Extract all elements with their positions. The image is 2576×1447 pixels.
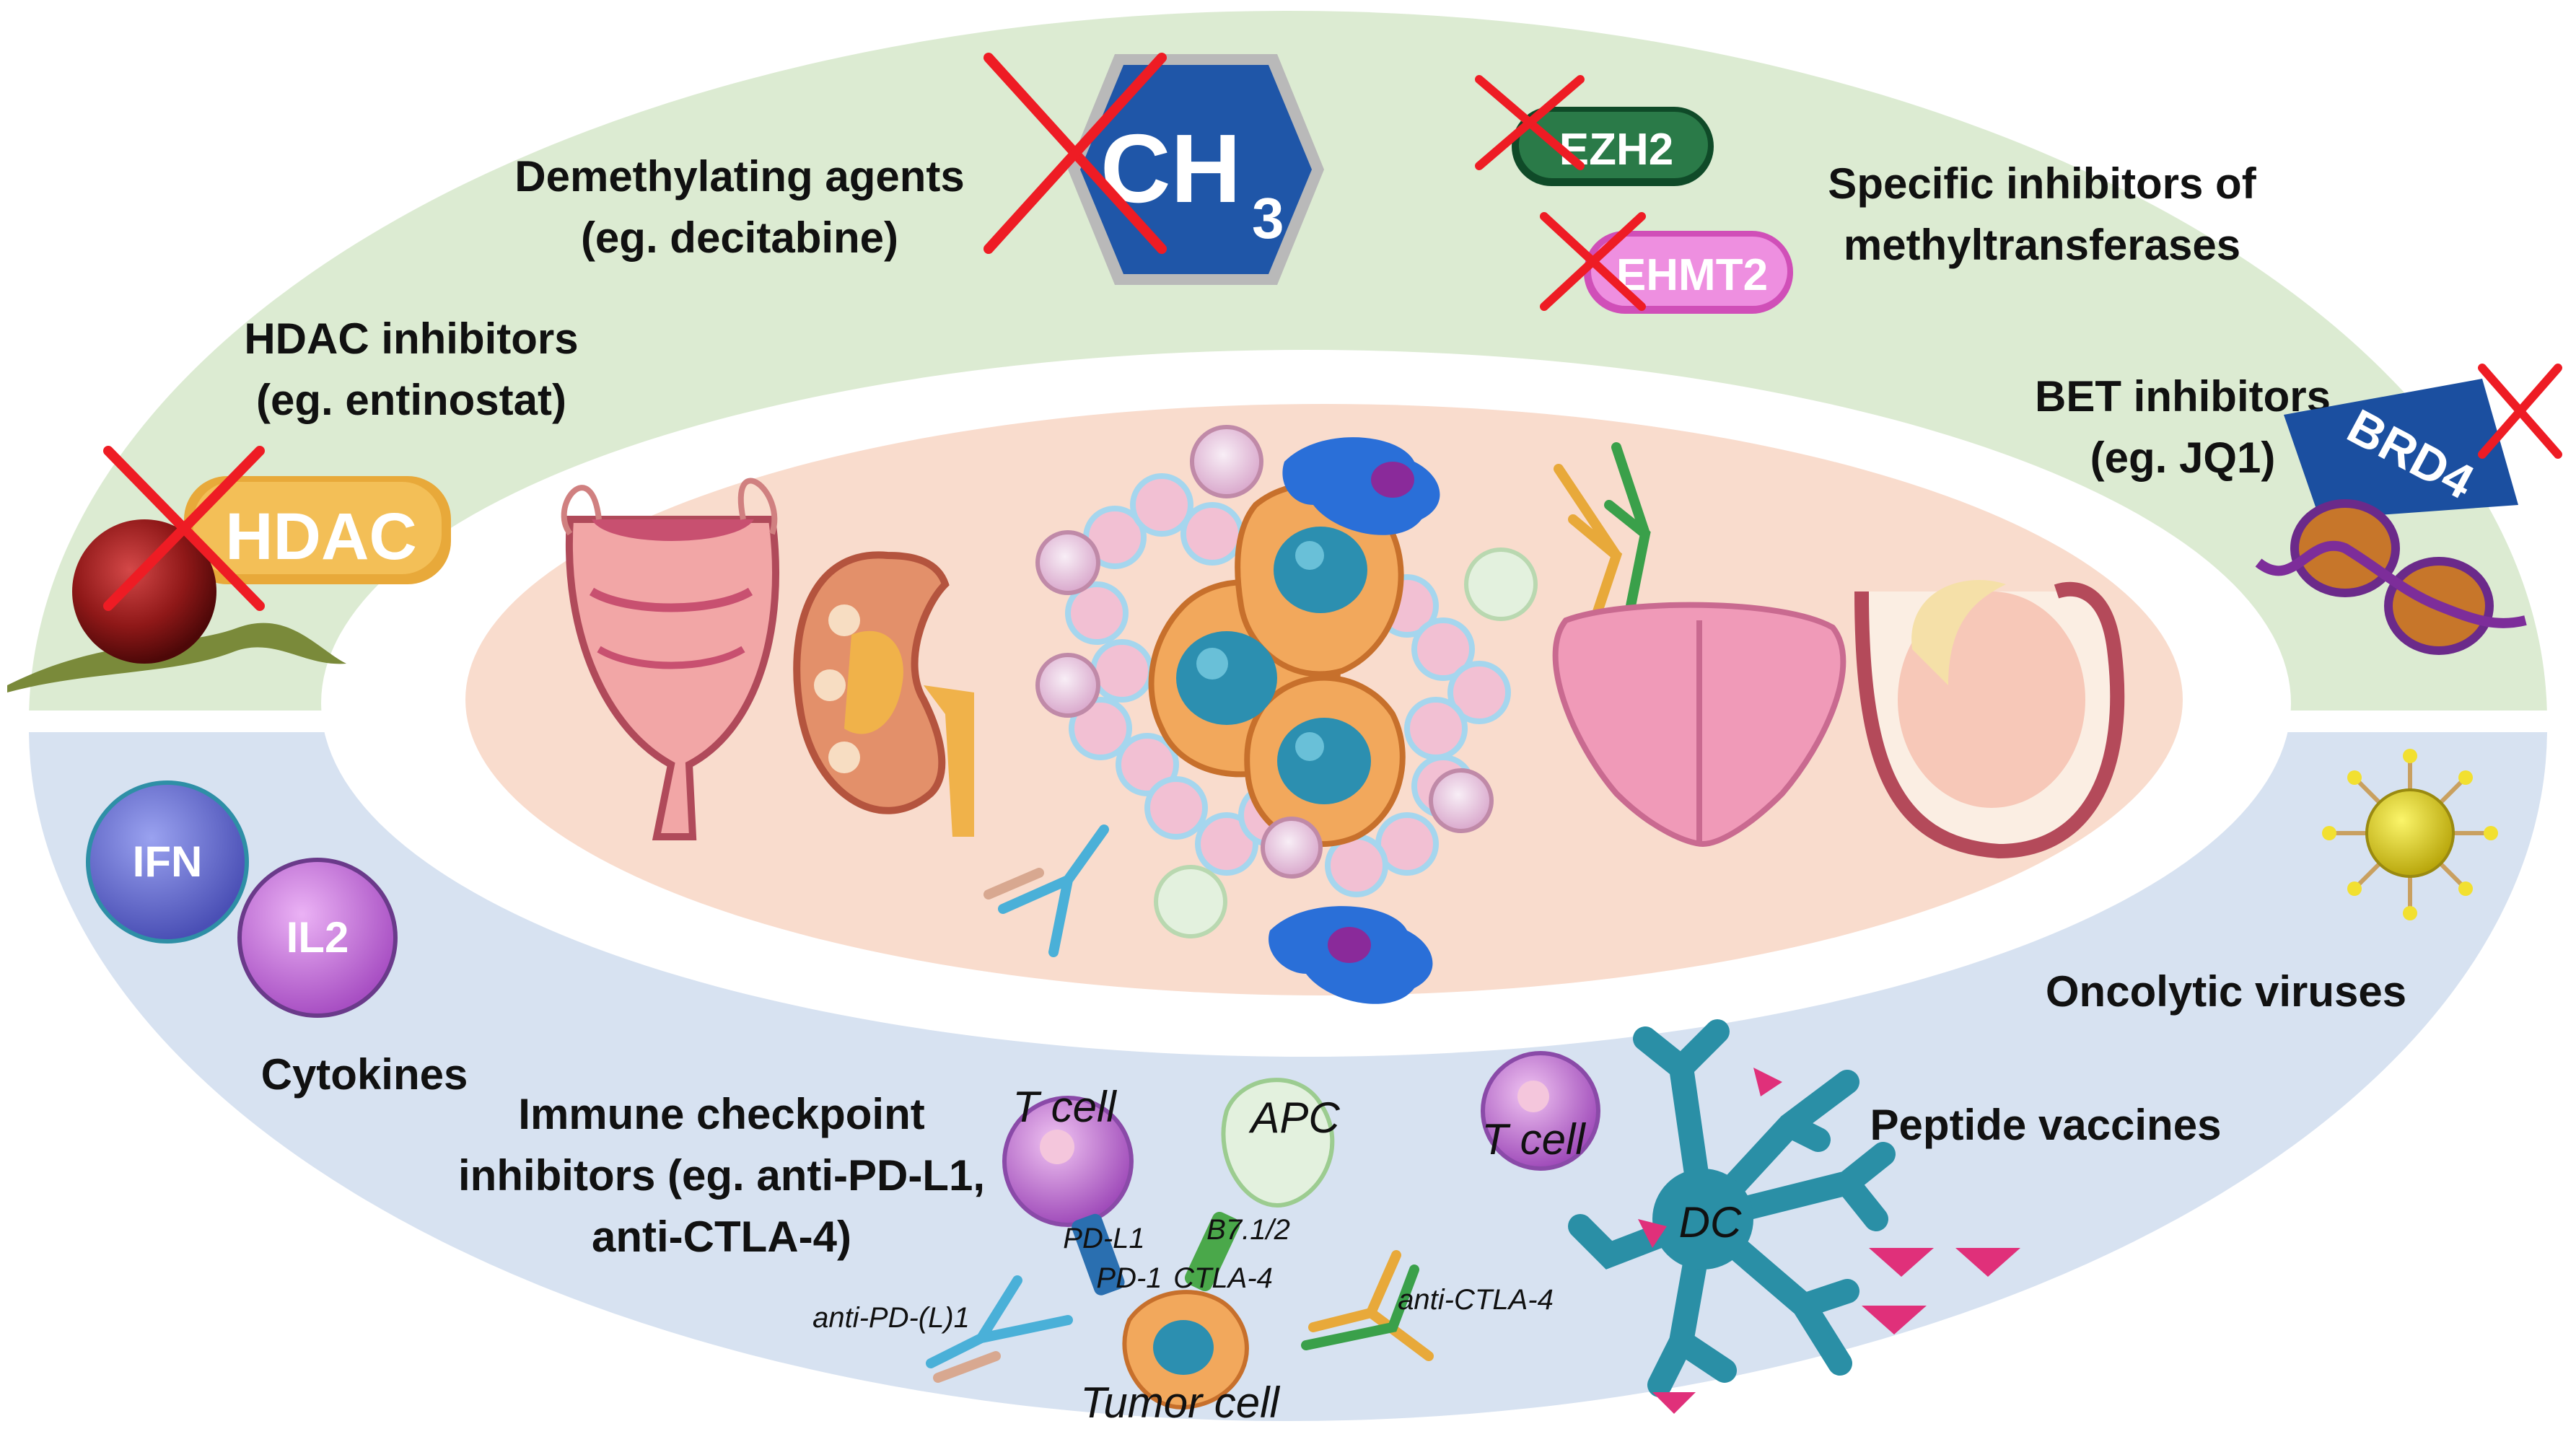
anti-ctla4-label: anti-CTLA-4 (1398, 1284, 1554, 1316)
b7-label: B7.1/2 (1206, 1214, 1290, 1246)
antibodies-center (983, 442, 1651, 957)
ehmt2-tag: EHMT2 (1584, 231, 1793, 314)
methyltransferase-line1: Specific inhibitors of (1828, 159, 2256, 208)
cytokine-ifn: IFN (86, 780, 249, 944)
oncolytic-virus-icon (2322, 749, 2498, 920)
bet-line1: BET inhibitors (2035, 372, 2331, 421)
apc-label: APC (1248, 1094, 1340, 1142)
ezh2-cross-icon (1475, 75, 1585, 170)
bet-label-block: BET inhibitors (eg. JQ1) (2035, 372, 2331, 482)
pd-l1-label: PD-L1 (1063, 1223, 1144, 1254)
t-cell-label-1: T cell (1012, 1083, 1117, 1131)
cytokine-il2: IL2 (237, 858, 398, 1018)
methyltransferase-line2: methyltransferases (1844, 221, 2240, 269)
checkpoint-line3: anti-CTLA-4) (592, 1213, 851, 1261)
ehmt2-label: EHMT2 (1616, 250, 1768, 300)
ctla4-label: CTLA-4 (1173, 1262, 1273, 1294)
checkpoint-interaction: T cell APC PD-L1 B7.1/2 PD-1 CTLA-4 Tumo… (1002, 1078, 1340, 1427)
tumor-cell-label: Tumor cell (1080, 1378, 1280, 1427)
ch3-cross-icon (983, 53, 1167, 254)
tumor-cell-cluster (1065, 473, 1511, 897)
checkpoint-line2: inhibitors (eg. anti-PD-L1, (458, 1151, 985, 1200)
hdac-tag-label: HDAC (225, 500, 417, 573)
peptide-vaccine-scene: T cell DC (1481, 1019, 2020, 1414)
t-cell-label-2: T cell (1481, 1115, 1586, 1164)
il2-label: IL2 (286, 913, 349, 962)
immune-cells-center (1035, 425, 1538, 1004)
bladder-illustration (561, 478, 779, 840)
hdac-cross-icon (103, 446, 265, 611)
label-checkpoint: Immune checkpoint inhibitors (eg. anti-P… (458, 1090, 985, 1261)
hdac-label-block: HDAC inhibitors (eg. entinostat) (244, 315, 578, 424)
antibodies-bottom (926, 1250, 1434, 1383)
hdac-line2: (eg. entinostat) (256, 376, 566, 424)
dc-label: DC (1679, 1198, 1742, 1246)
cytokines-label: Cytokines (261, 1050, 468, 1099)
anti-pdl1-label: anti-PD-(L)1 (812, 1302, 970, 1334)
peptide-vaccines-label: Peptide vaccines (1870, 1101, 2222, 1149)
label-demethylating: Demethylating agents (eg. decitabine) (514, 152, 964, 262)
hdac-enzyme-icon: HDAC (7, 476, 451, 692)
bet-line2: (eg. JQ1) (2090, 434, 2276, 482)
ezh2-tag: EZH2 (1512, 107, 1714, 186)
testis-illustration (1854, 580, 2125, 859)
ehmt2-cross-icon (1540, 212, 1646, 311)
pd-1-label: PD-1 (1096, 1262, 1162, 1294)
prostate-illustration (1552, 602, 1846, 848)
demethylating-line2: (eg. decitabine) (581, 214, 898, 262)
ch3-subscript: 3 (1252, 186, 1284, 250)
ifn-label: IFN (133, 837, 203, 886)
demethylating-line1: Demethylating agents (514, 152, 964, 201)
oncolytic-viruses-label: Oncolytic viruses (2046, 967, 2406, 1016)
kidney-illustration (793, 551, 974, 837)
ch3-methyl-group: CH 3 (1068, 54, 1324, 285)
brd4-bromodomain-icon: BRD4 (2255, 379, 2527, 655)
brd4-cross-icon (2478, 364, 2562, 459)
checkpoint-line1: Immune checkpoint (518, 1090, 924, 1138)
hdac-line1: HDAC inhibitors (244, 315, 578, 363)
label-methyltransferase: Specific inhibitors of methyltransferase… (1828, 159, 2256, 269)
